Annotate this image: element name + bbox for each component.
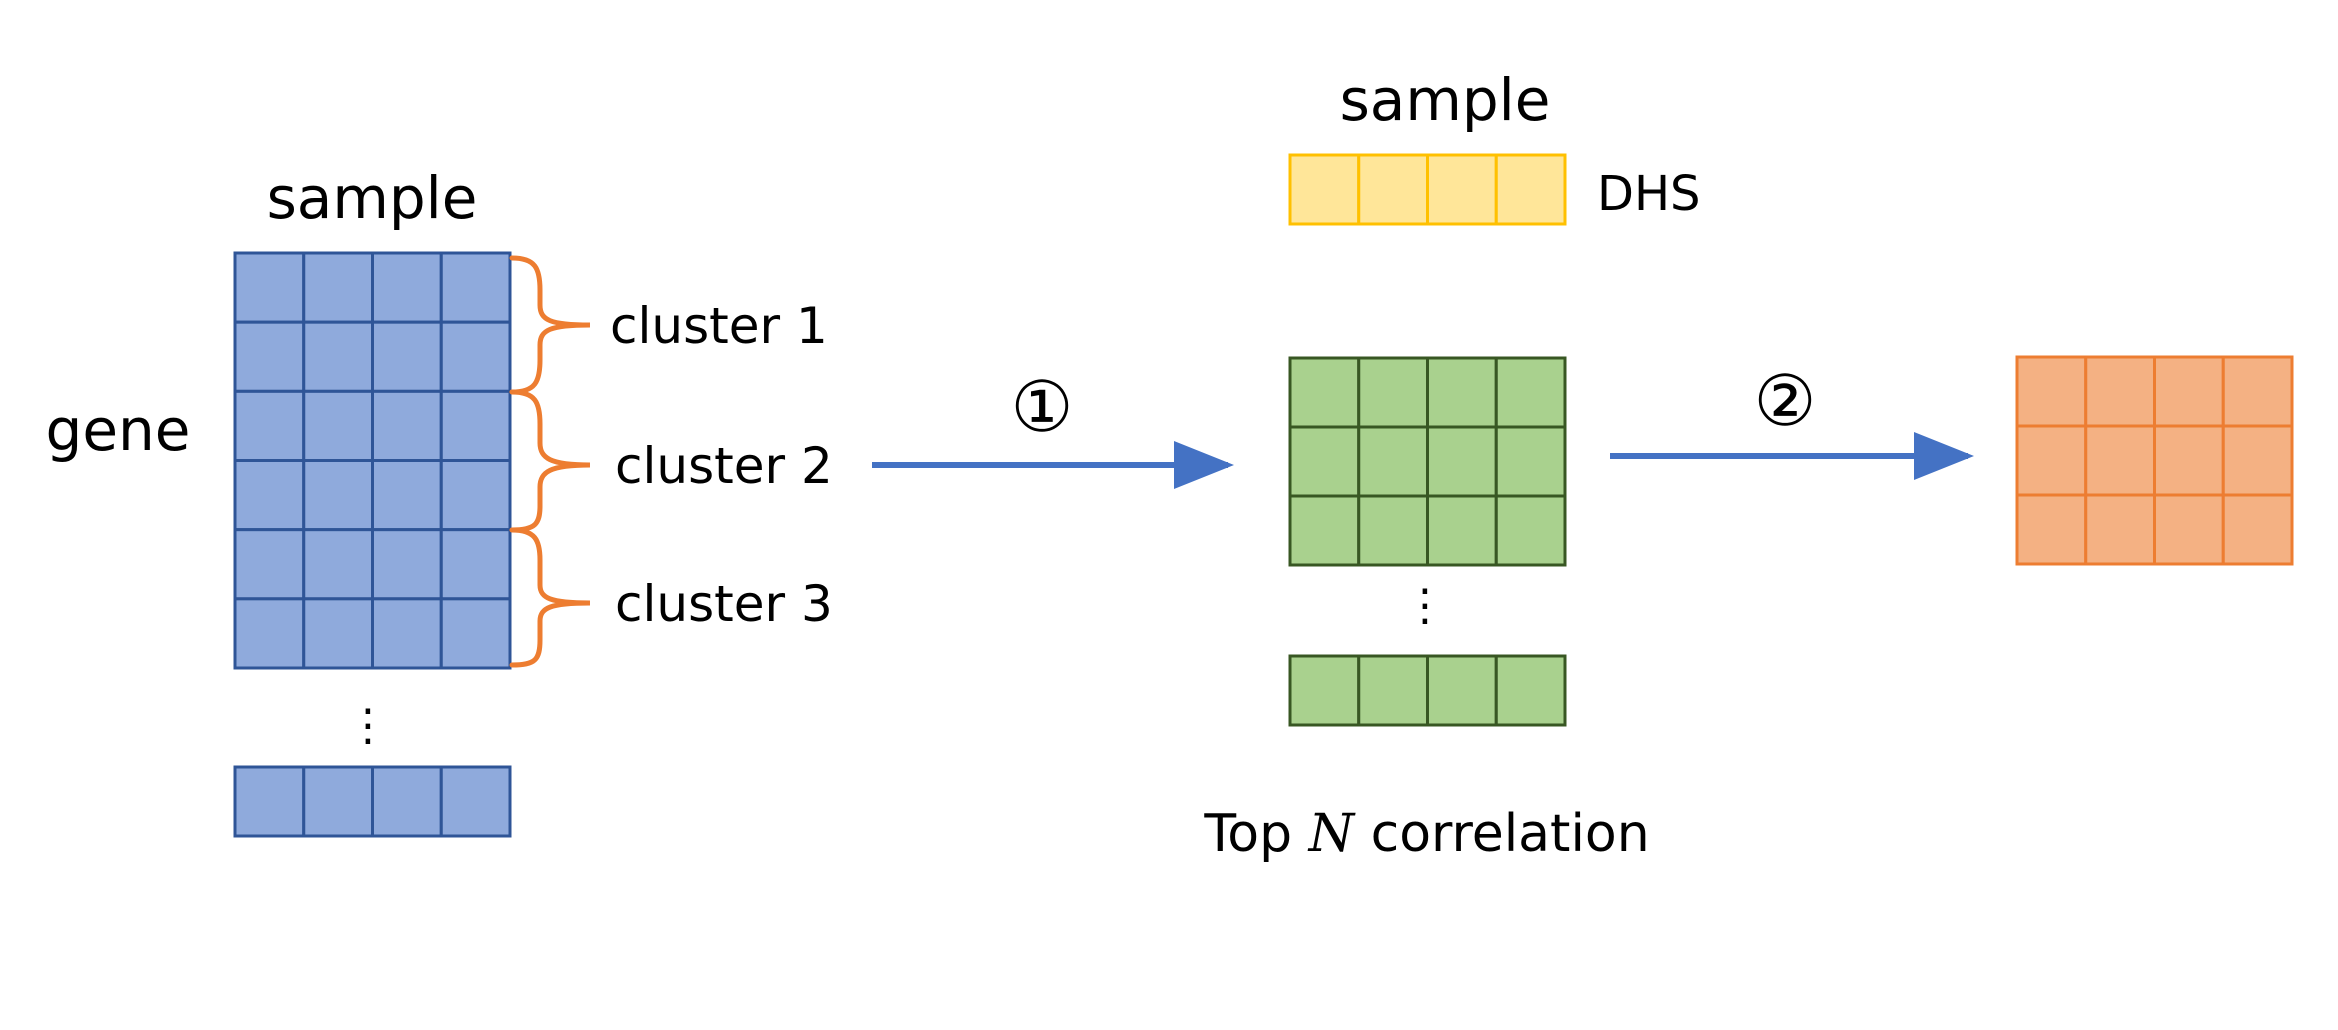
gene-matrix-cell — [233, 528, 306, 601]
output-matrix-cell — [2015, 424, 2088, 497]
gene-matrix-cell — [371, 528, 443, 601]
gene-matrix-cell — [302, 251, 374, 324]
gene-row-extra-cell — [233, 765, 306, 838]
output-matrix — [2015, 355, 2294, 566]
dhs-row-cell — [1494, 153, 1567, 226]
dhs-row-cell — [1357, 153, 1429, 226]
gene-matrix-cell — [371, 389, 443, 463]
gene-matrix-sample-label: sample — [267, 164, 478, 232]
correlation-matrix-cell — [1426, 356, 1498, 429]
step-1-marker: ① — [1011, 366, 1074, 448]
gene-matrix-cell — [233, 320, 306, 393]
correlation-matrix-cell — [1494, 356, 1567, 429]
dhs-label: DHS — [1597, 166, 1701, 222]
top-n-prefix: Top — [1203, 804, 1308, 864]
cluster-1-label: cluster 1 — [610, 297, 828, 355]
correlation-matrix-cell — [1426, 494, 1498, 567]
gene-matrix-cell — [371, 320, 443, 393]
cluster-3-label: cluster 3 — [615, 575, 833, 633]
gene-matrix-cell — [302, 320, 374, 393]
correlation-matrix-cell — [1357, 494, 1429, 567]
correlation-matrix-cell — [1288, 494, 1361, 567]
output-matrix-cell — [2153, 493, 2225, 566]
gene-matrix-cell — [371, 251, 443, 324]
gene-matrix-cell — [302, 528, 374, 601]
gene-matrix-cell — [233, 389, 306, 463]
dhs-row-cell — [1288, 153, 1361, 226]
gene-matrix-cell — [439, 528, 512, 601]
cluster-2-brace — [509, 389, 591, 533]
correlation-matrix-cell — [1494, 494, 1567, 567]
output-matrix-cell — [2221, 493, 2294, 566]
output-matrix-cell — [2153, 355, 2225, 428]
top-n-suffix: correlation — [1354, 804, 1650, 864]
gene-matrix — [233, 251, 512, 670]
correlation-row-extra-cell — [1357, 654, 1429, 727]
gene-label: gene — [46, 396, 191, 464]
cluster-braces — [509, 255, 591, 668]
cluster-2-label: cluster 2 — [615, 437, 833, 495]
correlation-matrix-cell — [1288, 425, 1361, 498]
correlation-row-extra — [1288, 654, 1567, 727]
gene-row-extra — [233, 765, 512, 838]
gene-row-extra-cell — [302, 765, 374, 838]
output-matrix-cell — [2221, 424, 2294, 497]
gene-matrix-cell — [439, 251, 512, 324]
dhs-sample-label: sample — [1340, 66, 1551, 134]
gene-matrix-cell — [439, 389, 512, 463]
cluster-3-brace — [509, 527, 591, 668]
output-matrix-cell — [2084, 355, 2156, 428]
gene-matrix-cell — [371, 597, 443, 670]
top-n-variable: N — [1307, 804, 1356, 864]
output-matrix-cell — [2015, 355, 2088, 428]
output-matrix-cell — [2221, 355, 2294, 428]
correlation-row-extra-cell — [1426, 654, 1498, 727]
gene-matrix-cell — [233, 251, 306, 324]
dhs-row-cell — [1426, 153, 1498, 226]
correlation-matrix-cell — [1357, 356, 1429, 429]
gene-row-extra-cell — [439, 765, 512, 838]
correlation-matrix-cell — [1357, 425, 1429, 498]
gene-matrix-cell — [439, 459, 512, 532]
gene-matrix-cell — [302, 389, 374, 463]
step-2-marker: ② — [1754, 360, 1817, 442]
top-n-correlation-label: Top N correlation — [1203, 804, 1649, 864]
gene-matrix-cell — [371, 459, 443, 532]
correlation-matrix-cell — [1426, 425, 1498, 498]
correlation-row-extra-cell — [1494, 654, 1567, 727]
gene-matrix-cell — [439, 597, 512, 670]
correlation-row-extra-cell — [1288, 654, 1361, 727]
gene-matrix-cell — [439, 320, 512, 393]
correlation-ellipsis: ⋮ — [1403, 580, 1447, 631]
gene-matrix-cell — [302, 597, 374, 670]
dhs-row — [1288, 153, 1567, 226]
correlation-matrix-cell — [1494, 425, 1567, 498]
gene-matrix-cell — [233, 459, 306, 532]
gene-row-extra-cell — [371, 765, 443, 838]
output-matrix-cell — [2084, 493, 2156, 566]
gene-matrix-cell — [302, 459, 374, 532]
correlation-matrix — [1288, 356, 1567, 567]
output-matrix-cell — [2153, 424, 2225, 497]
gene-matrix-cell — [233, 597, 306, 670]
correlation-matrix-cell — [1288, 356, 1361, 429]
output-matrix-cell — [2084, 424, 2156, 497]
cluster-1-brace — [509, 255, 591, 395]
gene-ellipsis: ⋮ — [346, 700, 390, 751]
output-matrix-cell — [2015, 493, 2088, 566]
